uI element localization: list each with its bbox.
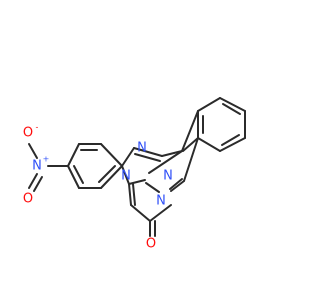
bond	[134, 153, 161, 162]
atom-labels: O - N + O N N N N O	[23, 123, 173, 252]
atom-n-triazole-2: N	[121, 169, 131, 184]
bond	[169, 178, 183, 190]
bond	[181, 110, 199, 152]
bond	[67, 143, 80, 167]
molecule-diagram: O - N + O N N N N O	[22, 97, 246, 252]
bond	[182, 137, 199, 152]
bond	[67, 165, 80, 189]
bond-double	[73, 165, 84, 184]
bond-double	[98, 165, 116, 183]
atom-n-triazole-1: N	[137, 141, 147, 156]
molecule-svg: O - N + O N N N N O	[23, 97, 246, 252]
bond	[197, 97, 221, 112]
bond	[121, 147, 135, 167]
bond	[121, 165, 130, 185]
bond	[183, 137, 199, 182]
atom-o-carbonyl: O	[146, 237, 156, 252]
bond	[148, 150, 183, 174]
atom-o-nitro-top: O	[23, 126, 33, 141]
atom-n-pyridazine: N	[156, 194, 166, 209]
bond	[128, 183, 132, 206]
bond	[33, 176, 43, 192]
charge-plus: +	[43, 155, 50, 164]
bond	[28, 143, 38, 159]
bonds	[28, 97, 246, 237]
charge-minus: -	[36, 123, 39, 132]
bond	[100, 165, 123, 189]
bond	[132, 183, 136, 206]
bond	[161, 150, 183, 157]
bond	[197, 137, 221, 152]
bond	[145, 182, 160, 193]
bond-double	[221, 134, 240, 146]
bond	[130, 204, 151, 222]
atom-n-nitro: N	[32, 159, 42, 174]
atom-o-nitro-bottom: O	[23, 192, 33, 207]
bond	[100, 143, 123, 167]
bond	[128, 179, 146, 185]
bond	[219, 97, 246, 112]
bond	[219, 137, 246, 152]
bond	[149, 204, 172, 222]
bond	[28, 173, 38, 189]
bond	[133, 147, 163, 157]
bond-double	[222, 103, 241, 115]
bond	[170, 180, 185, 192]
atom-n-triazole-4: N	[163, 169, 173, 184]
